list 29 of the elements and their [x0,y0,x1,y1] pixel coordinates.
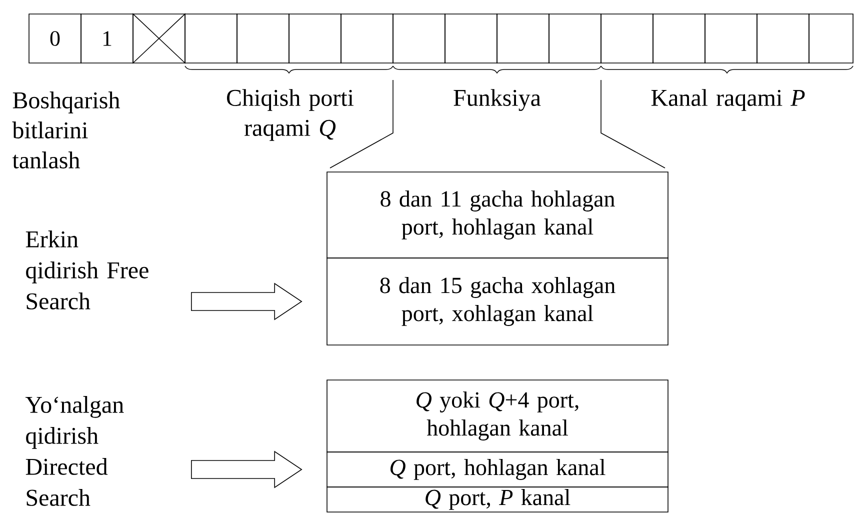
caption-text: Funksiya [454,89,541,111]
register-cell [288,14,342,64]
register-cell [704,14,758,64]
register-cell [340,14,394,64]
register-cell [548,14,602,64]
register-cell: 1 [80,14,134,64]
block-arrow [191,282,302,320]
side-text: Erkin qidirish Free Search [26,230,148,310]
caption-text: Kanal raqami P [651,89,805,111]
register-cell [184,14,238,64]
side-text: Yo‘nalgan qidirish Directed Search [25,396,124,506]
table-row: Q port, P kanal [326,486,668,512]
register-cell [756,14,810,64]
register-cell [496,14,550,64]
register-cell [600,14,654,64]
register-cell [652,14,706,64]
table-row: Q port, hohlagan kanal [326,452,668,488]
table-row: 8 dan 15 gacha xohlagan port, xohlagan kanal [326,258,668,346]
register-cell [808,14,854,64]
caption-text: Boshqarish bitlarini tanlash [12,92,120,168]
register-cell [392,14,446,64]
table-row: 8 dan 11 gacha hohlagan port, hohlagan kanal [326,172,668,258]
crossed-cell [132,13,186,64]
register-cell [444,14,498,64]
caption-text: Chiqish porti raqami Q [227,89,354,141]
register-cell: 0 [28,14,82,64]
table-row: Q yoki Q+4 port, hohlagan kanal [326,380,668,452]
block-arrow [191,450,302,488]
register-cell [236,14,290,64]
